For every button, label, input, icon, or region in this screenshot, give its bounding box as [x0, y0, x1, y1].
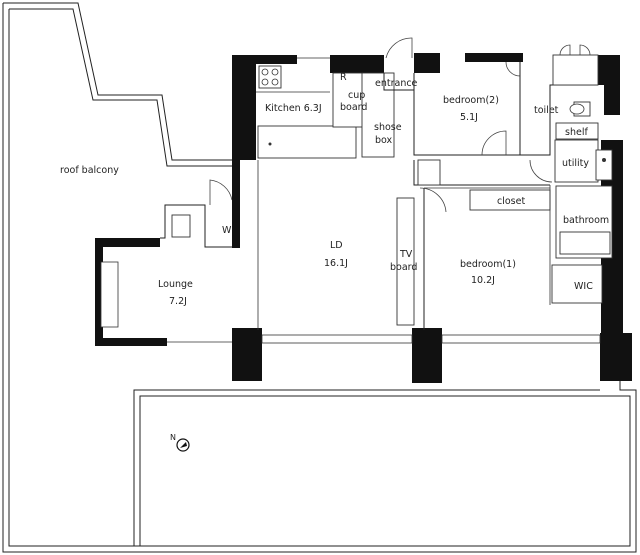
lounge-wall-left — [95, 238, 103, 346]
balcony-door-1 — [559, 44, 571, 56]
lounge-window — [100, 261, 119, 328]
label-closet: closet — [497, 196, 525, 207]
wic-box — [551, 264, 603, 304]
utility-box — [554, 139, 599, 183]
label-roof-balcony: roof balcony — [60, 165, 119, 176]
balcony-box — [552, 54, 599, 86]
wall-kitchen-mid-left — [232, 160, 240, 200]
label-kitchen: Kitchen 6.3J — [265, 103, 322, 114]
label-toilet: toilet — [534, 105, 559, 116]
label-shoebox-1: shose — [374, 122, 402, 133]
lounge-wall-bottom — [95, 338, 167, 346]
utility-sink — [595, 149, 613, 181]
label-tvboard-2: board — [390, 262, 417, 273]
roof-balcony-outline-outer — [3, 2, 233, 161]
bathtub — [559, 231, 611, 255]
lounge-wall-right — [232, 200, 240, 248]
label-ld-name: LD — [330, 240, 343, 251]
wall-column-right — [600, 333, 632, 381]
wall-top-kitchen — [232, 55, 297, 64]
bed2-door-swing — [481, 130, 507, 156]
label-cupboard-2: board — [340, 102, 367, 113]
lounge-partition — [160, 204, 240, 248]
hall-wall — [413, 160, 550, 186]
label-bedroom2-size: 5.1J — [460, 112, 478, 123]
label-bedroom2-name: bedroom(2) — [443, 95, 499, 106]
label-bathroom: bathroom — [563, 215, 609, 226]
burner-4 — [271, 78, 279, 86]
wall-right-top — [604, 55, 620, 115]
label-lounge-name: Lounge — [158, 279, 193, 290]
label-shoebox-2: box — [375, 135, 393, 146]
label-utility: utility — [562, 158, 589, 169]
burner-2 — [271, 68, 279, 76]
hall-lower-box — [417, 159, 441, 186]
wall-column-mid — [412, 328, 442, 383]
lounge-door-swing — [209, 179, 233, 205]
wall-column-left — [232, 328, 262, 381]
shoebox — [361, 72, 395, 158]
label-wic: WIC — [574, 281, 593, 292]
wall-kitchen-left — [232, 55, 256, 160]
utility-door-swing — [529, 159, 553, 183]
roof-balcony-lower-line — [133, 389, 600, 546]
toilet-bowl — [569, 103, 585, 115]
label-entrance: entrance — [375, 78, 418, 89]
stove — [258, 65, 282, 89]
label-bedroom1-size: 10.2J — [471, 275, 495, 286]
shelf-box — [555, 122, 599, 140]
label-bedroom1-name: bedroom(1) — [460, 259, 516, 270]
bed2-door-swing-2 — [505, 61, 521, 77]
tv-board — [396, 197, 415, 326]
roof-balcony-outline-outer-2 — [2, 3, 637, 553]
lounge-utility-box — [171, 214, 191, 238]
ld-window — [261, 334, 413, 344]
wall-top-right — [598, 55, 606, 85]
label-lounge-size: 7.2J — [169, 296, 187, 307]
wall-top-mid — [330, 55, 384, 73]
burner-3 — [261, 78, 269, 86]
burner-1 — [261, 68, 269, 76]
compass-north-icon — [176, 438, 190, 452]
kitchen-island — [257, 125, 357, 159]
label-shelf: shelf — [565, 127, 588, 138]
label-ld-size: 16.1J — [324, 258, 348, 269]
cupboard — [332, 72, 364, 128]
label-tvboard-1: TV — [399, 249, 413, 260]
entrance-door-swing — [385, 37, 413, 59]
wall-top-bed2-right — [465, 53, 523, 62]
sink-dot — [268, 142, 272, 146]
balcony-door-2 — [579, 44, 591, 56]
label-north: N — [170, 433, 176, 442]
lounge-wall-top — [95, 238, 160, 247]
roof-balcony-outline-inner — [9, 8, 233, 167]
wall-top-bed2 — [414, 53, 440, 73]
bed1-window — [441, 334, 601, 344]
utility-sink-drain — [602, 158, 606, 162]
label-cupboard-1: cup — [348, 90, 365, 101]
label-washer: W — [222, 225, 232, 236]
label-refrigerator: R — [340, 72, 347, 83]
